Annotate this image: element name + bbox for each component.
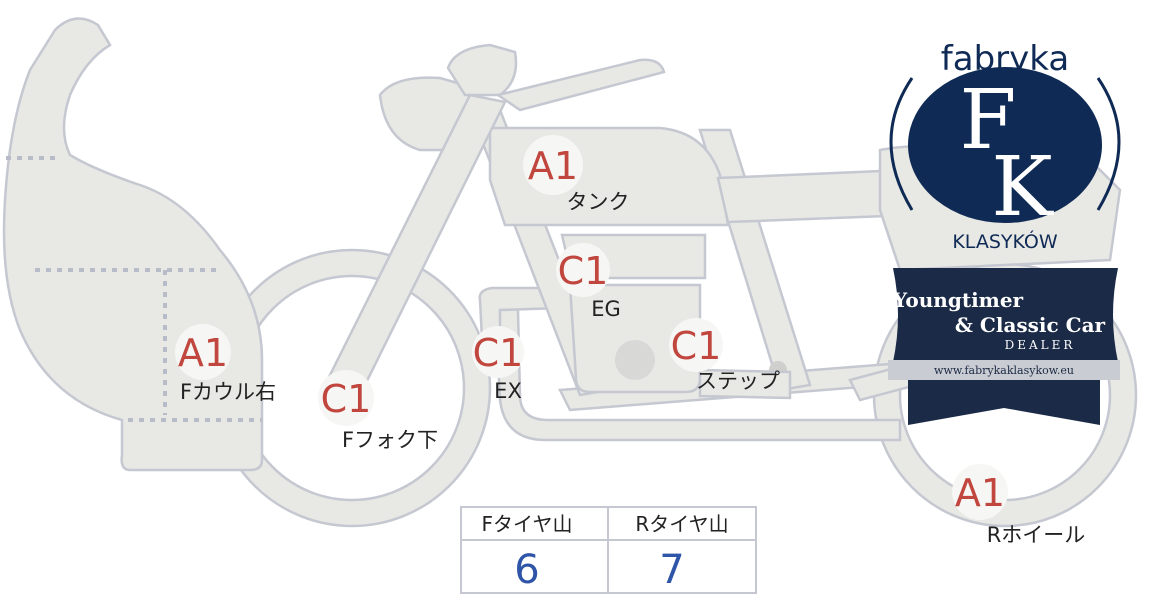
grade-exhaust: C1 — [473, 331, 524, 375]
label-engine: EG — [591, 297, 621, 321]
grade-engine: C1 — [558, 249, 609, 293]
damage-marker-rear-wheel: A1 Rホイール — [952, 464, 1085, 547]
front-tire-value: 6 — [514, 547, 539, 593]
label-step: ステップ — [696, 369, 780, 393]
label-front-fork: Fフォク下 — [342, 428, 438, 452]
exhaust-pipe — [493, 298, 902, 442]
logo-letter-f: F — [960, 73, 1017, 168]
label-rear-wheel: Rホイール — [987, 523, 1086, 547]
label-exhaust: EX — [494, 379, 522, 403]
logo-word-bottom: KLASYKÓW — [952, 229, 1058, 253]
dealer-logo: fabryka F K KLASYKÓW Youngtimer & Classi… — [888, 39, 1121, 425]
banner-url: www.fabrykaklasykow.eu — [934, 364, 1074, 377]
grade-front-cowl: A1 — [178, 331, 228, 375]
grade-front-fork: C1 — [321, 377, 372, 421]
logo-banner — [893, 268, 1118, 362]
rear-tire-value: 7 — [659, 547, 684, 593]
damage-marker-step: C1 ステップ — [669, 318, 780, 393]
grade-tank: A1 — [528, 144, 578, 188]
label-front-cowl: Fカウル右 — [180, 380, 276, 404]
banner-line3: DEALER — [1005, 338, 1076, 352]
damage-marker-front-fork: C1 Fフォク下 — [318, 370, 438, 452]
damage-marker-engine: C1 EG — [556, 243, 621, 321]
label-tank: タンク — [567, 190, 630, 214]
grade-rear-wheel: A1 — [955, 471, 1005, 515]
front-tire-header: Fタイヤ山 — [482, 512, 573, 536]
logo-letter-k: K — [991, 140, 1054, 235]
damage-marker-exhaust: C1 EX — [472, 326, 524, 403]
damage-marker-tank: A1 タンク — [523, 135, 630, 214]
banner-line2: & Classic Car — [955, 313, 1106, 337]
logo-word-top: fabryka — [941, 39, 1069, 79]
banner-line1: Youngtimer — [892, 288, 1024, 312]
tire-tread-table: Fタイヤ山 Rタイヤ山 6 7 — [460, 506, 757, 594]
grade-step: C1 — [671, 324, 722, 368]
logo-emblem — [908, 67, 1102, 223]
rear-tire-header: Rタイヤ山 — [635, 512, 728, 536]
damage-marker-front-cowl: A1 Fカウル右 — [175, 324, 276, 404]
